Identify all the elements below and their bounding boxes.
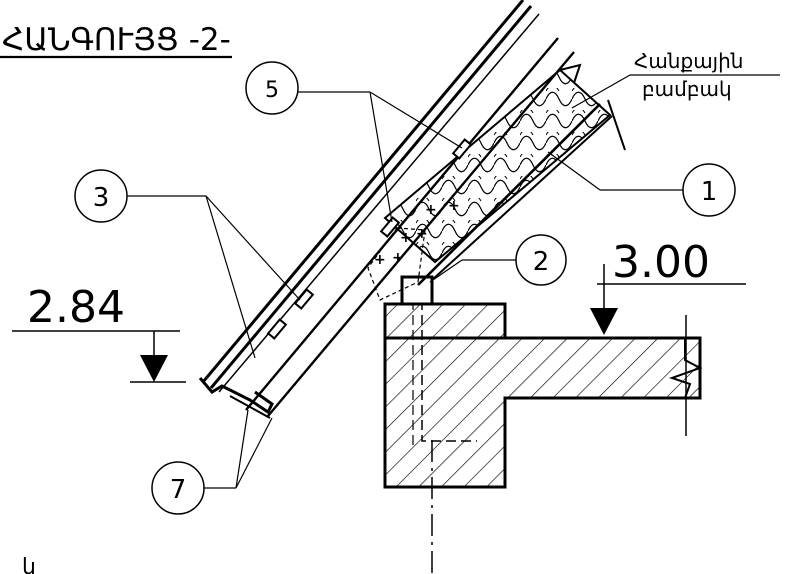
svg-text:+: + [448,198,460,214]
anchor-bolt [400,275,434,306]
svg-text:+: + [392,250,404,266]
mineral-wool-insulation [383,68,612,264]
rebar-dashed [421,300,477,442]
callout-2: 2 [429,234,567,286]
svg-text:+: + [400,230,412,246]
level-mark-right: 3.00 [590,237,746,436]
concrete-wall-slab [383,336,702,489]
roof-layers: ++ ++ ++ [198,0,626,419]
level-right-value: 3.00 [612,237,710,288]
bottom-text: կ [22,555,36,574]
bearing-block [383,302,507,340]
level-left-value: 2.84 [27,282,125,333]
level-mark-left: 2.84 [12,282,186,383]
svg-text:+: + [416,226,428,242]
material-label-line2: բամբակ [642,77,732,101]
svg-text:5: 5 [265,78,279,103]
drawing-title: ՀԱՆԳՈՒՅՑ -2- [2,22,231,58]
callout-1: 1 [547,151,736,217]
svg-text:1: 1 [701,177,718,207]
callout-3: 3 [74,169,301,359]
callout-5: 5 [245,61,463,223]
svg-text:+: + [425,202,437,218]
callout-7: 7 [151,409,273,515]
svg-text:7: 7 [170,475,187,505]
material-label-line1: Հանքային [634,49,743,73]
svg-text:3: 3 [93,183,110,213]
svg-text:+: + [374,252,386,268]
material-callout: Հանքային բամբակ [571,49,780,109]
svg-text:2: 2 [533,247,550,277]
